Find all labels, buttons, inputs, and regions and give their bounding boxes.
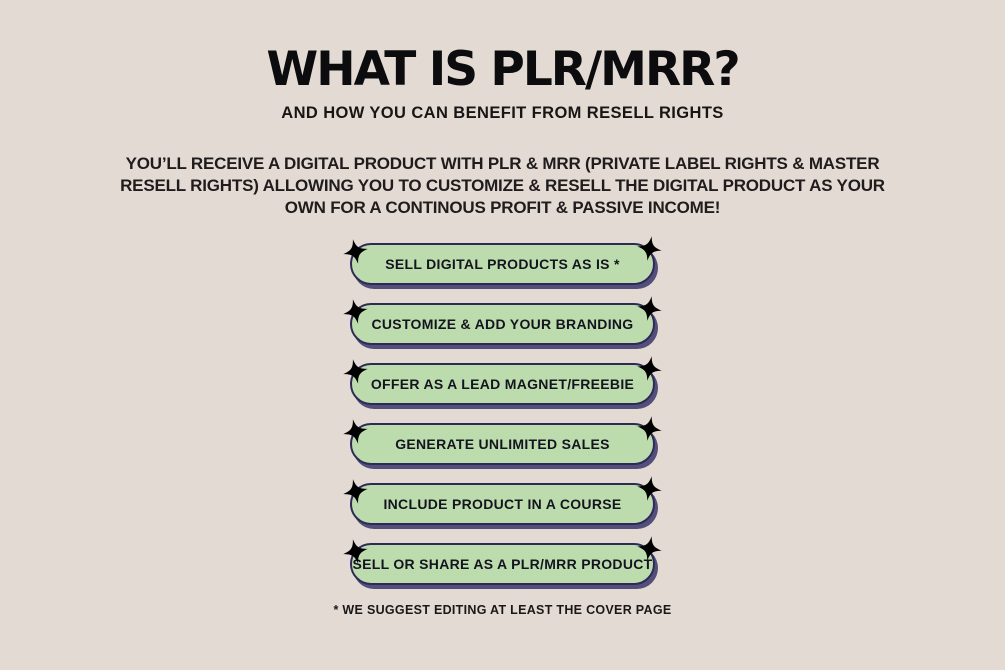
page-title: WHAT IS PLR/MRR? xyxy=(266,42,740,97)
benefit-pill-label: CUSTOMIZE & ADD YOUR BRANDING xyxy=(371,316,634,332)
benefit-pill: SELL OR SHARE AS A PLR/MRR PRODUCT xyxy=(340,534,664,585)
benefit-pill: CUSTOMIZE & ADD YOUR BRANDING xyxy=(340,294,664,345)
sparkle-icon xyxy=(340,416,371,447)
page-subtitle: AND HOW YOU CAN BENEFIT FROM RESELL RIGH… xyxy=(281,104,724,122)
sparkle-icon xyxy=(635,354,664,383)
intro-line: YOU’LL RECEIVE A DIGITAL PRODUCT WITH PL… xyxy=(125,154,880,173)
benefit-pill: OFFER AS A LEAD MAGNET/FREEBIE xyxy=(340,354,664,405)
intro-line: OWN FOR A CONTINOUS PROFIT & PASSIVE INC… xyxy=(284,198,721,217)
sparkle-icon xyxy=(635,234,664,263)
intro-paragraph: YOU’LL RECEIVE A DIGITAL PRODUCT WITH PL… xyxy=(0,153,1005,219)
sparkle-icon xyxy=(340,236,371,267)
benefit-pill: INCLUDE PRODUCT IN A COURSE xyxy=(340,474,664,525)
intro-line: RESELL RIGHTS) ALLOWING YOU TO CUSTOMIZE… xyxy=(120,176,885,195)
benefit-pill-label: SELL OR SHARE AS A PLR/MRR PRODUCT xyxy=(352,556,653,572)
sparkle-icon xyxy=(635,294,664,323)
sparkle-icon xyxy=(340,476,371,507)
sparkle-icon xyxy=(340,356,371,387)
benefit-pill-label: OFFER AS A LEAD MAGNET/FREEBIE xyxy=(370,376,635,392)
sparkle-icon xyxy=(635,414,664,443)
benefit-pill-label: SELL DIGITAL PRODUCTS AS IS * xyxy=(385,256,620,272)
benefit-pill: SELL DIGITAL PRODUCTS AS IS * xyxy=(340,234,664,285)
benefit-pill: GENERATE UNLIMITED SALES xyxy=(340,414,664,465)
benefit-pill-label: INCLUDE PRODUCT IN A COURSE xyxy=(383,496,622,512)
benefits-list: SELL DIGITAL PRODUCTS AS IS * CUSTOMIZE … xyxy=(0,234,1005,585)
sparkle-icon xyxy=(635,474,664,503)
benefit-pill-label: GENERATE UNLIMITED SALES xyxy=(395,436,610,452)
sparkle-icon xyxy=(635,534,664,563)
sparkle-icon xyxy=(340,536,371,567)
sparkle-icon xyxy=(340,296,371,327)
footnote: * WE SUGGEST EDITING AT LEAST THE COVER … xyxy=(333,603,672,617)
